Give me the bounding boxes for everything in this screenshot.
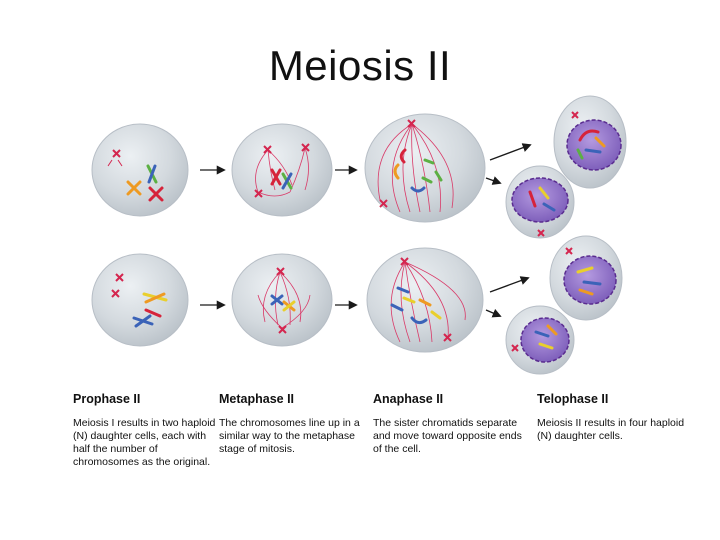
phase-name: Metaphase II [219, 392, 295, 406]
spindle-fibers [377, 123, 454, 213]
metaphase-cell-top [231, 123, 333, 217]
chromosome-icon [393, 148, 443, 193]
phase-name: Anaphase II [373, 392, 444, 406]
flow-arrows [200, 143, 532, 318]
phase-description: Meiosis I results in two haploid (N) dau… [73, 417, 216, 468]
telophase-cell-top-b [505, 165, 575, 239]
metaphase-cell-bottom [231, 253, 333, 347]
phase-column-metaphase: Metaphase II The chromosomes line up in … [219, 392, 371, 456]
page-title: Meiosis II [268, 42, 452, 89]
centriole-icon [379, 119, 416, 208]
phase-name: Telophase II [537, 392, 609, 406]
anaphase-cell-bottom [366, 247, 484, 353]
phase-column-telophase: Telophase II Meiosis II results in four … [537, 392, 687, 443]
chromosome-icon [126, 164, 164, 202]
centriole-icon [107, 149, 123, 167]
phase-column-anaphase: Anaphase II The sister chromatids separa… [373, 392, 523, 456]
prophase-cell-top [91, 123, 189, 217]
anaphase-cell-top [364, 113, 486, 223]
telophase-cell-bottom-a [549, 235, 623, 321]
arrow-icon [485, 308, 502, 318]
arrow-icon [489, 143, 532, 161]
phase-description: The chromosomes line up in a similar way… [219, 417, 360, 455]
phase-description: Meiosis II results in four haploid (N) d… [537, 417, 685, 442]
telophase-cell-bottom-b [505, 305, 575, 375]
phase-name: Prophase II [73, 392, 141, 406]
telophase-cell-top-a [553, 95, 627, 189]
prophase-cell-bottom [91, 253, 189, 347]
phase-column-prophase: Prophase II Meiosis I results in two hap… [73, 392, 223, 469]
arrow-icon [485, 176, 502, 185]
centriole-icon [254, 143, 310, 198]
arrow-icon [489, 276, 530, 293]
phase-description: The sister chromatids separate and move … [373, 417, 522, 455]
chromosome-icon [270, 168, 293, 190]
